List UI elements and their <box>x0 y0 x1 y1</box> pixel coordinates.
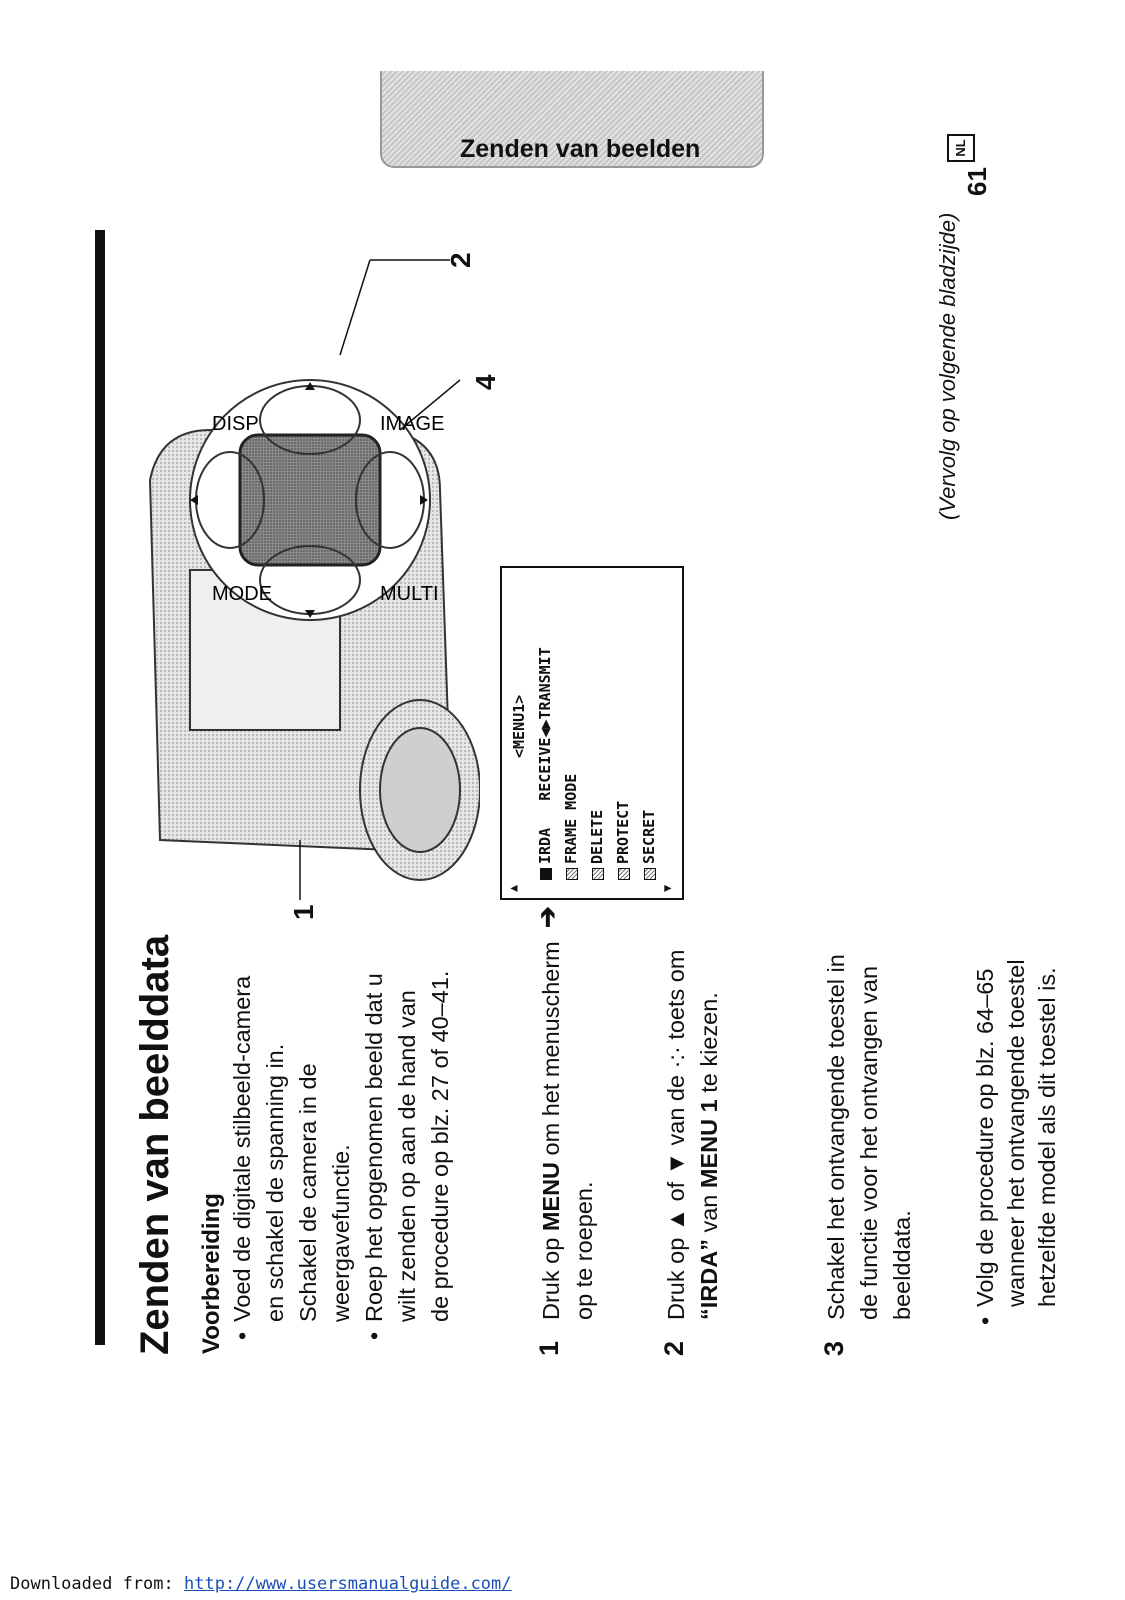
scroll-down-icon: ▼ <box>660 884 674 892</box>
callout-2: 2 <box>445 252 476 268</box>
arrow-left-icon <box>305 610 315 618</box>
selected-box-icon <box>539 868 552 880</box>
box-icon <box>591 868 604 880</box>
step-3-note: Volg de procedure op blz. 64–65 wanneer … <box>970 927 1063 1325</box>
menu-row-irda: IRDA RECEIVE◀▶TRANSMIT <box>536 647 554 880</box>
camera-illustration: MODE DISP MULTI IMAGE <box>148 259 480 900</box>
arrow-up-icon <box>190 495 198 505</box>
step-number: 1 <box>534 1340 564 1356</box>
image-label: IMAGE <box>380 413 444 435</box>
menu-row-delete: DELETE <box>588 810 606 880</box>
step-number: 3 <box>819 1340 849 1356</box>
step-number: 2 <box>659 1340 689 1356</box>
footer-link[interactable]: http://www.usersmanualguide.com/ <box>184 1574 512 1594</box>
continued-note: (Vervolg op volgende bladzijde) <box>935 212 960 520</box>
menu-screen: ▲ <MENU1> IRDA RECEIVE◀▶TRANSMIT FRAME M… <box>500 566 684 900</box>
box-icon <box>565 868 578 880</box>
page-number: 61 <box>962 167 992 196</box>
title-rule <box>95 230 105 1345</box>
preparation-bullet: Roep het opgenomen beeld dat u wilt zend… <box>358 960 457 1340</box>
arrow-down-icon <box>420 495 428 505</box>
page-title: Zenden van beelddata <box>133 934 177 1355</box>
preparation-heading: Voorbereiding <box>198 1193 225 1354</box>
preparation-list: Voed de digitale stilbeeld-camera en sch… <box>226 960 457 1340</box>
mode-label: MODE <box>212 583 272 605</box>
menu-row-frame-mode: FRAME MODE <box>562 774 580 880</box>
disp-label: DISP <box>212 413 259 435</box>
callout-4: 4 <box>470 374 501 390</box>
box-icon <box>643 868 656 880</box>
scroll-up-icon: ▲ <box>506 884 520 892</box>
arrow-right-icon <box>305 382 315 390</box>
download-footer: Downloaded from: http://www.usersmanualg… <box>10 1574 512 1594</box>
step-2: 2 Druk op ▲ of ▼ van de ·:· toets om “IR… <box>659 949 722 1356</box>
callout-1: 1 <box>288 904 319 920</box>
step-3: 3 Schakel het ontvangende toestel in de … <box>819 954 915 1356</box>
multi-label: MULTI <box>380 583 439 605</box>
language-badge: NL <box>947 134 975 162</box>
menu-row-protect: PROTECT <box>614 801 632 880</box>
box-icon <box>617 868 630 880</box>
section-tab-label: Zenden van beelden <box>460 135 701 163</box>
arrow-right-icon: ➔ <box>532 906 562 928</box>
menu-title: <MENU1> <box>510 694 528 758</box>
step-1: 1 Druk op MENU om het menuscherm op te r… <box>534 941 597 1356</box>
preparation-bullet: Voed de digitale stilbeeld-camera en sch… <box>226 960 358 1340</box>
menu-row-secret: SECRET <box>640 810 658 880</box>
